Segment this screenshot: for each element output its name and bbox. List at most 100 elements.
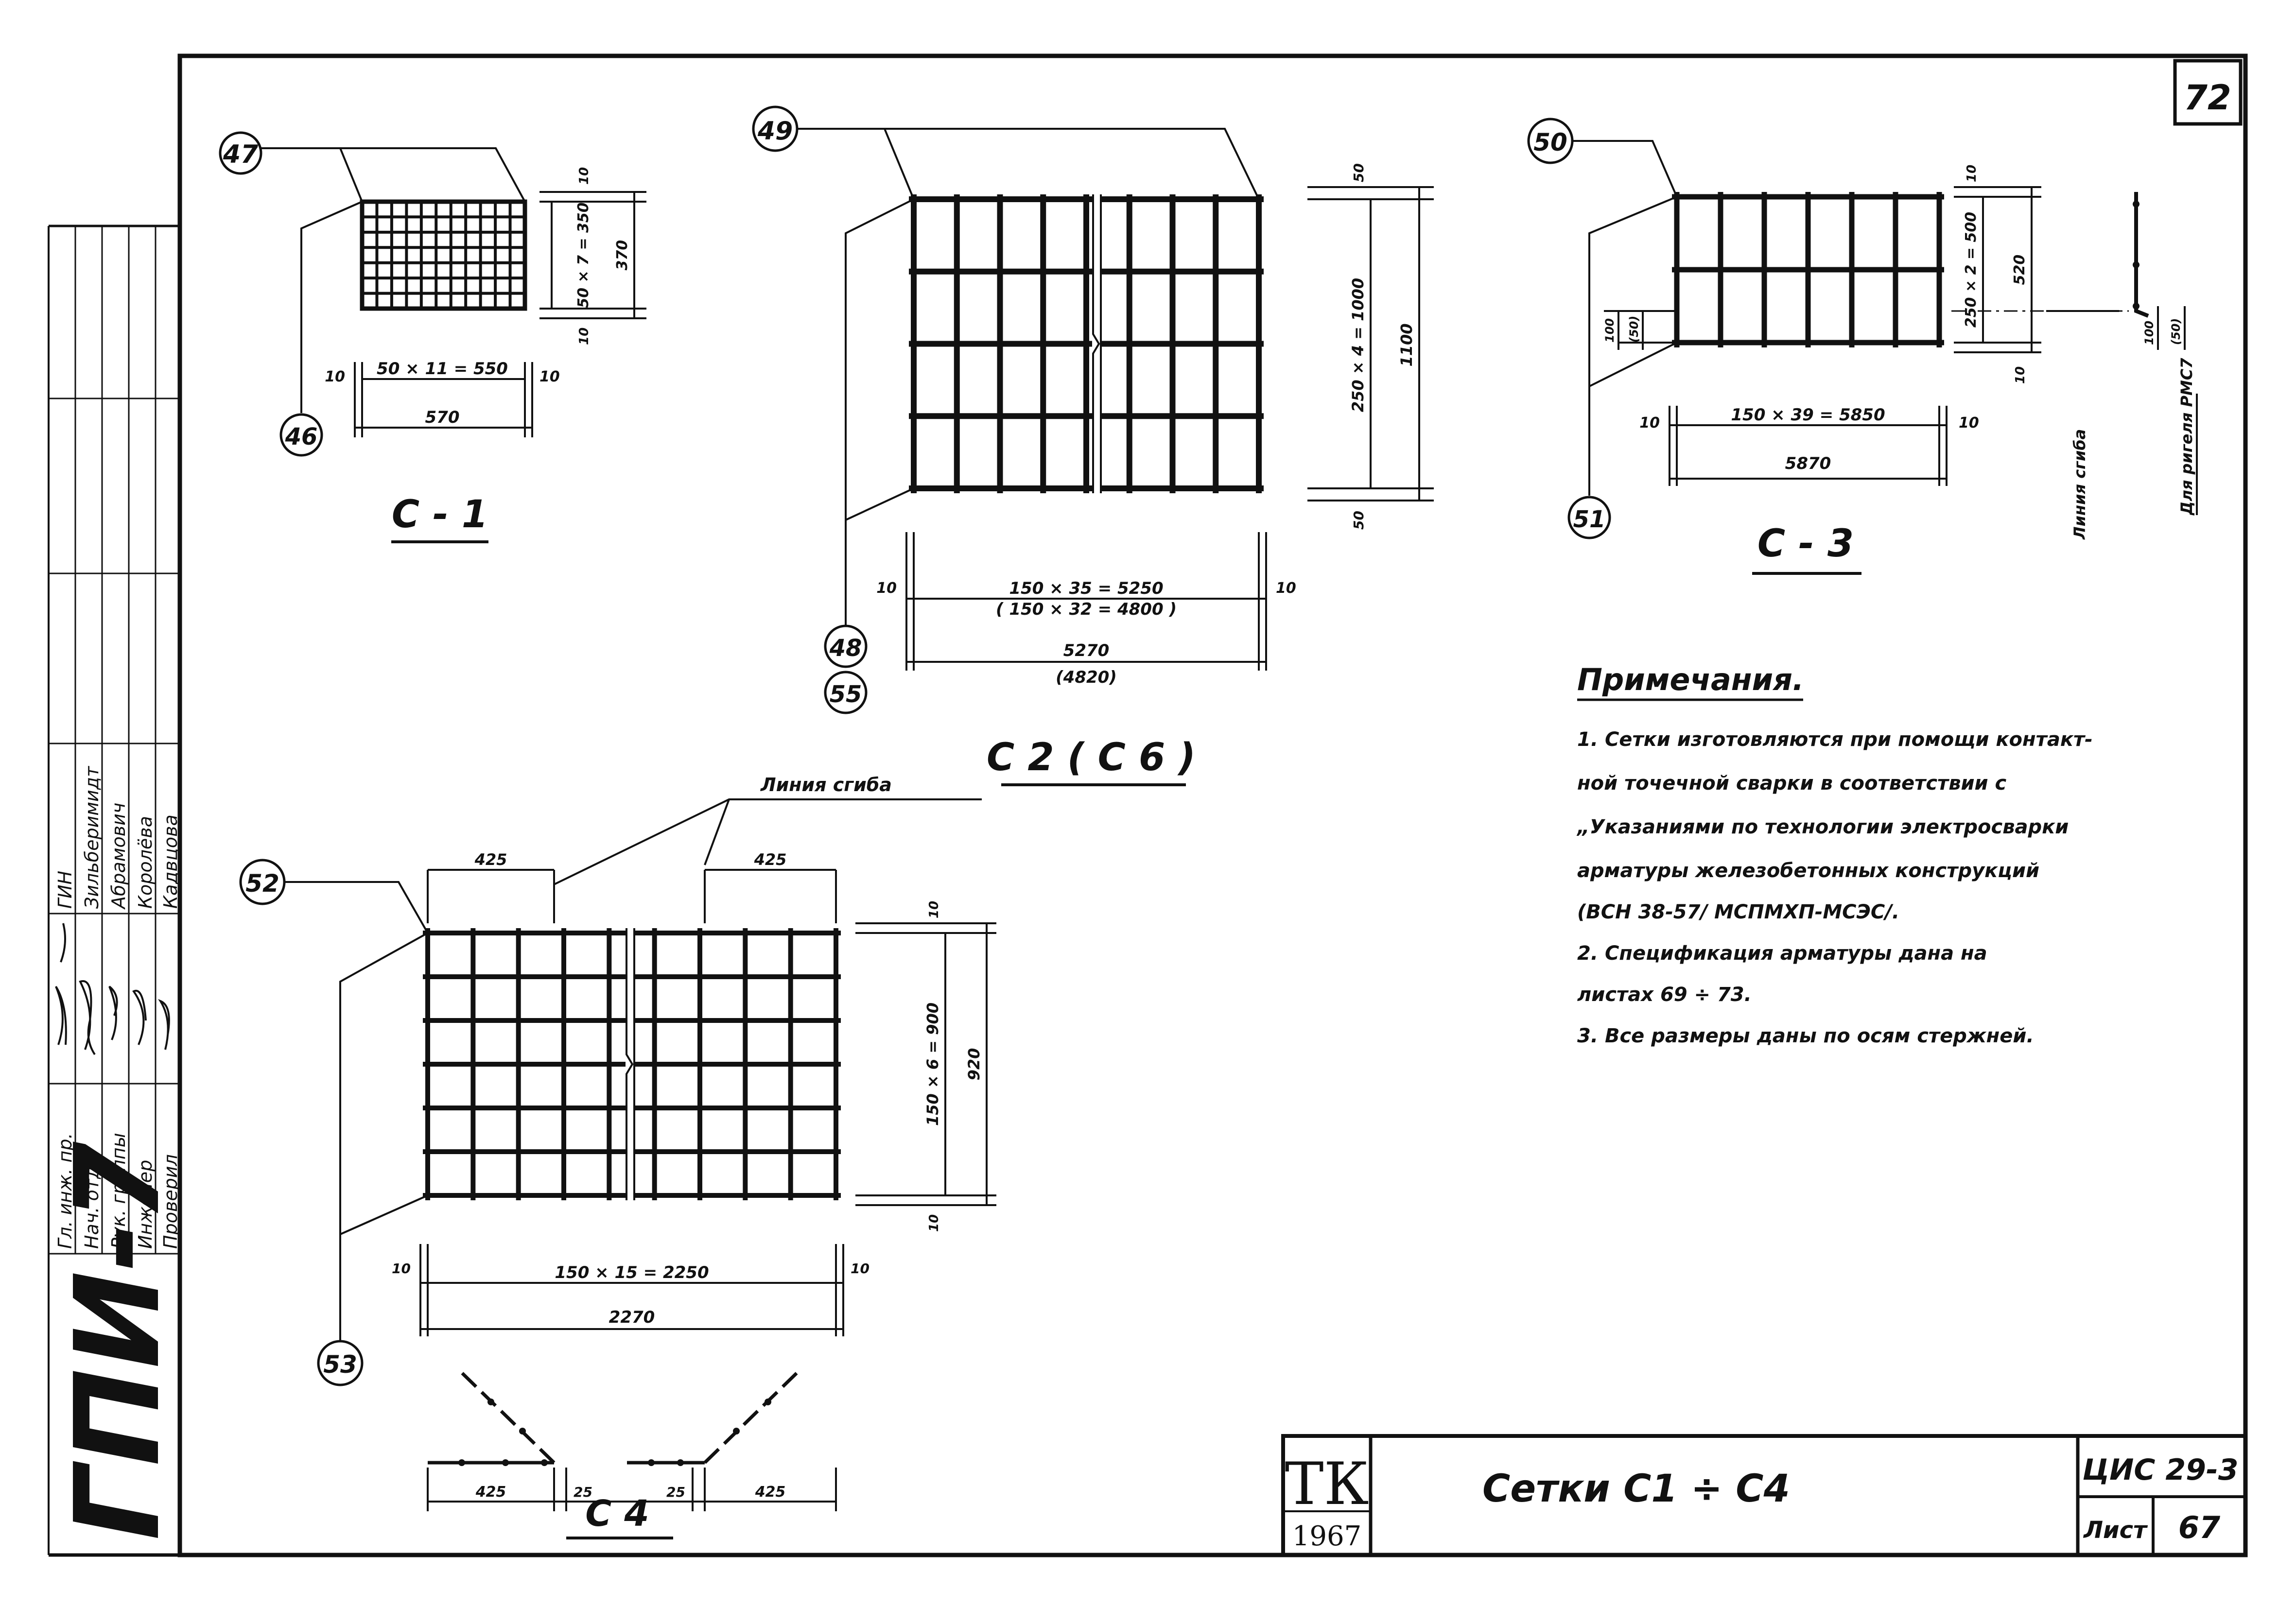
mesh-c1-dim-h-inner: 50 × 11 = 550 [377, 359, 508, 379]
mesh-c1-pos-bottom: 46 [285, 423, 318, 450]
notes: Примечания. 1. Сетки изготовляются при п… [1576, 662, 2093, 1047]
notes-line-8: 3. Все размеры даны по осям стержней. [1577, 1025, 2034, 1047]
mesh-c3-dim-h-outer: 5870 [1785, 454, 1831, 473]
mesh-c2-grid [909, 194, 1264, 493]
mesh-c2-dim-end-left: 10 [876, 580, 897, 597]
title-block-sheet-label: Лист [2083, 1517, 2148, 1544]
stamp-role-engineer: Инженер [135, 1160, 156, 1249]
mesh-c3-side-dim-a: 100 [2142, 321, 2156, 345]
mesh-c4-dim-v-end-bottom: 10 [927, 1214, 941, 1232]
title-block-sheet-number: 67 [2178, 1510, 2221, 1545]
title-block: ТК 1967 Сетки С1 ÷ С4 ЦИС 29-3 Лист 67 [1281, 1434, 2247, 1557]
mesh-c4-dim-v-end-top: 10 [927, 901, 941, 918]
mesh-c4-profile: 425 25 25 425 [427, 1369, 837, 1511]
top-sheet-number-box: 72 [2173, 59, 2243, 126]
mesh-c4-dim-h-outer: 2270 [609, 1308, 655, 1327]
notes-line-2: ной точечной сварки в соответствии с [1577, 772, 2007, 795]
left-stamp: ГПИ-7 Гл. инж. пр. Нач. отд. Рук. группы… [48, 225, 186, 1555]
mesh-c3-dim-end-left: 10 [1639, 415, 1660, 432]
mesh-c3-dim-v-inner: 250 × 2 = 500 [1963, 212, 1980, 328]
mesh-c3-side-profile: 100 (50) Для ригеля РМС7 [2133, 192, 2198, 516]
mesh-c1-dim-end-left: 10 [325, 368, 345, 385]
mesh-c3-side-dim-b: (50) [2169, 318, 2183, 345]
mesh-c4: 52 53 Линия сгиба [239, 774, 996, 1539]
top-sheet-number: 72 [2184, 78, 2231, 118]
stamp-name-engineer: Королёва [135, 816, 156, 909]
mesh-c2-dim-h-outer: 5270 [1063, 641, 1110, 660]
mesh-c2-title: С 2 ( С 6 ) [987, 736, 1196, 779]
notes-title: Примечания. [1577, 662, 1804, 697]
mesh-c4-dim-top-right: 425 [754, 850, 787, 869]
mesh-c3-dim-v-end-top: 10 [1965, 165, 1979, 182]
mesh-c3-pos-bottom: 51 [1573, 506, 1606, 533]
mesh-c2-dim-h-inner-alt: ( 150 × 32 = 4800 ) [996, 600, 1177, 619]
mesh-c2-pos-bottom-a: 48 [829, 635, 862, 662]
stamp-name-checker: Кадвцова [160, 814, 181, 909]
mesh-c4-profile-gap-right: 25 [666, 1484, 685, 1500]
mesh-c1-title: С - 1 [392, 493, 488, 536]
mesh-c3-pos-top: 50 [1533, 128, 1567, 156]
mesh-c1-pos-top: 47 [223, 140, 259, 169]
mesh-c4-dim-v-outer: 920 [965, 1048, 983, 1081]
mesh-c3-dim-h-inner: 150 × 39 = 5850 [1731, 405, 1885, 425]
mesh-c2-dim-v-outer: 1100 [1397, 323, 1416, 366]
mesh-c2-dim-v-end-bottom: 50 [1351, 511, 1367, 530]
title-block-org: ТК [1285, 1451, 1369, 1518]
stamp-name-chief-engineer: ГИН [54, 871, 76, 909]
mesh-c1-dim-v-inner: 50 × 7 = 350 [575, 202, 592, 308]
stamp-name-group-head: Абрамович [108, 803, 129, 910]
mesh-c3-dim-v-end-bottom: 10 [2013, 366, 2028, 384]
mesh-c3-bend-line: Линия сгиба [2070, 429, 2089, 540]
mesh-c1-dim-v-end-bottom: 10 [577, 328, 591, 345]
mesh-c4-dim-end-left: 10 [392, 1261, 411, 1277]
stamp-name-dept-head: Зильберимидт [81, 765, 103, 909]
break-line [626, 928, 635, 1200]
stamp-role-dept-head: Нач. отд. [81, 1160, 103, 1249]
mesh-c1-dim-v-outer: 370 [614, 240, 631, 271]
notes-line-3: „Указаниями по технологии электросварки [1576, 816, 2069, 838]
notes-line-4: арматуры железобетонных конструкций [1577, 860, 2039, 882]
notes-line-5: (ВСН 38-57/ МСПМХП-МСЭС/. [1577, 901, 1899, 923]
mesh-c2-dim-h-outer-alt: (4820) [1056, 668, 1117, 687]
mesh-c1-grid [360, 199, 527, 311]
title-block-title: Сетки С1 ÷ С4 [1482, 1467, 1790, 1511]
mesh-c3-dim-v-outer: 520 [2011, 255, 2028, 285]
stamp-role-checker: Проверил [160, 1154, 181, 1249]
signatures [55, 923, 170, 1055]
break-line [1092, 194, 1102, 493]
mesh-c4-dim-end-right: 10 [851, 1261, 870, 1277]
mesh-c2-dim-v-inner: 250 × 4 = 1000 [1349, 278, 1367, 412]
mesh-c1-dim-end-right: 10 [539, 368, 560, 385]
mesh-c2-dim-v-end-top: 50 [1351, 163, 1367, 182]
mesh-c4-dim-top-left: 425 [474, 850, 507, 869]
notes-line-7: листах 69 ÷ 73. [1577, 984, 1752, 1006]
mesh-c2-pos-top: 49 [757, 117, 793, 146]
mesh-c4-pos-top: 52 [245, 869, 279, 898]
notes-line-1: 1. Сетки изготовляются при помощи контак… [1577, 728, 2093, 751]
mesh-c3: 50 51 150 × 39 = 5850 [1527, 118, 2198, 575]
mesh-c4-profile-side-right: 425 [755, 1484, 786, 1501]
mesh-c3-side-note: Для ригеля РМС7 [2177, 358, 2196, 516]
mesh-c2: 49 48 55 150 × 35 = 5250 ( 150 × 32 = 48… [752, 105, 1434, 786]
stamp-role-group-head: Рук. группы [108, 1133, 129, 1249]
notes-line-6: 2. Спецификация арматуры дана на [1577, 942, 1987, 965]
mesh-c4-bend-line: Линия сгиба [760, 774, 892, 795]
mesh-c3-dim-left-b: (50) [1627, 316, 1641, 343]
title-block-year: 1967 [1292, 1521, 1362, 1552]
mesh-c3-dim-end-right: 10 [1959, 415, 1979, 432]
mesh-c3-grid [1672, 192, 1944, 347]
mesh-c1: 47 46 50 × 11 = 550 570 10 10 50 × 7 = 3… [219, 131, 646, 543]
mesh-c4-dim-h-inner: 150 × 15 = 2250 [555, 1263, 709, 1282]
mesh-c3-title: С - 3 [1757, 522, 1854, 566]
stamp-code: ГПИ-7 [50, 1141, 186, 1540]
mesh-c4-grid [423, 928, 841, 1200]
mesh-c1-dim-v-end-top: 10 [577, 167, 591, 185]
mesh-c4-pos-bottom: 53 [323, 1350, 357, 1379]
mesh-c2-dim-h-inner: 150 × 35 = 5250 [1009, 579, 1163, 598]
mesh-c2-dim-end-right: 10 [1276, 580, 1296, 597]
sheet-frame [177, 53, 2248, 1557]
stamp-role-chief-engineer: Гл. инж. пр. [54, 1133, 76, 1249]
mesh-c2-pos-bottom-b: 55 [830, 681, 862, 708]
mesh-c1-dim-h-outer: 570 [425, 408, 460, 427]
